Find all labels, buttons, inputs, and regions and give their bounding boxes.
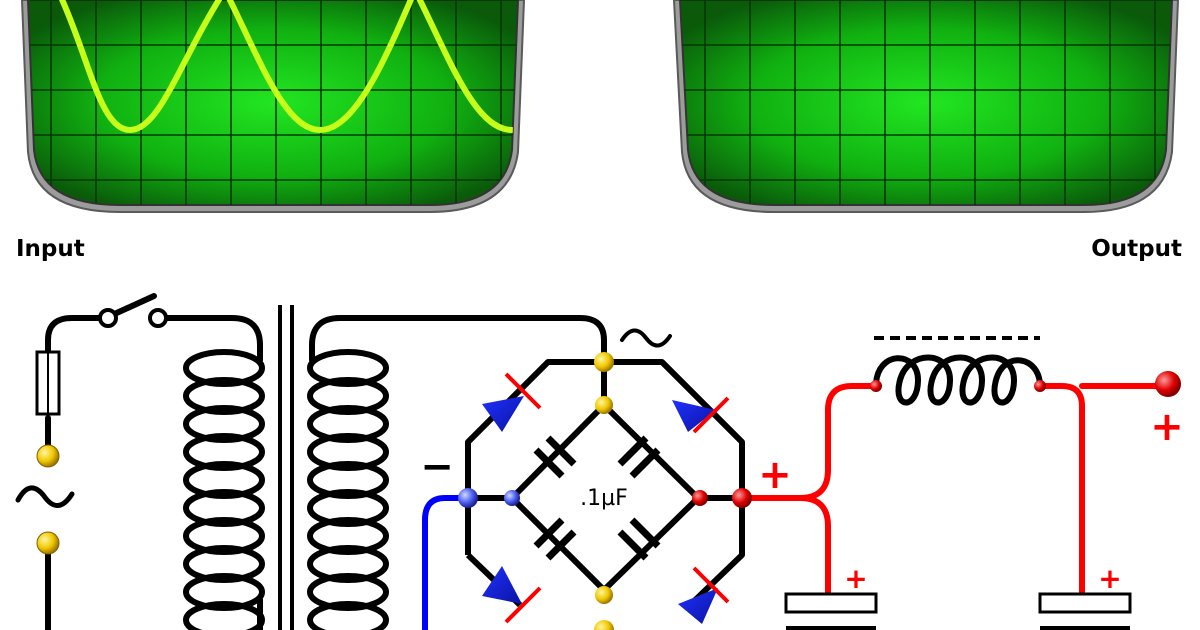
input-oscilloscope-screen	[20, 0, 526, 213]
diode-top-right-icon	[672, 396, 730, 434]
positive-sign-bridge: +	[758, 452, 792, 498]
transformer-secondary-coil	[307, 349, 389, 630]
transformer-core	[278, 305, 294, 630]
positive-sign-output: +	[1150, 404, 1184, 450]
negative-wire	[422, 495, 468, 630]
negative-node-outer	[458, 488, 478, 508]
output-oscilloscope-screen	[672, 0, 1180, 213]
secondary-wire	[309, 315, 607, 365]
ac-symbol-bridge	[620, 328, 672, 348]
input-terminal-top	[36, 444, 60, 468]
input-terminal-bottom	[36, 531, 60, 555]
bridge-node-bottom-inner	[595, 586, 613, 604]
input-label: Input	[16, 236, 85, 262]
bridge-capacitors	[533, 435, 661, 561]
bridge-node-bottom	[594, 620, 614, 630]
sine-wave-icon	[15, 485, 75, 508]
diode-top-left-icon	[482, 372, 542, 432]
diode-bottom-right-icon	[678, 566, 730, 624]
capacitor-value-label: .1µF	[580, 486, 628, 511]
bridge-node-top	[594, 352, 614, 372]
positive-node-inner	[692, 490, 708, 506]
output-terminal-positive	[1155, 371, 1181, 397]
positive-node-outer	[732, 488, 752, 508]
input-sine-trace	[57, 0, 515, 134]
filter-cap-2-plus: +	[1098, 562, 1121, 595]
switch-icon	[98, 293, 168, 328]
primary-wiring	[45, 315, 263, 630]
filter-cap-1-plus: +	[844, 562, 867, 595]
diode-bottom-left-icon	[482, 566, 542, 624]
fuse-icon	[35, 350, 61, 416]
filter-capacitor-1	[784, 592, 878, 630]
negative-sign: −	[420, 444, 454, 490]
filter-capacitor-2	[1038, 592, 1132, 630]
negative-node-inner	[504, 490, 520, 506]
positive-wiring	[739, 383, 1171, 595]
bridge-node-top-inner	[595, 396, 613, 414]
output-label: Output	[1091, 236, 1182, 262]
inductor-icon	[870, 336, 1046, 406]
transformer-primary-coil	[183, 349, 265, 630]
output-grid	[680, 0, 1172, 205]
input-grid	[30, 0, 518, 205]
